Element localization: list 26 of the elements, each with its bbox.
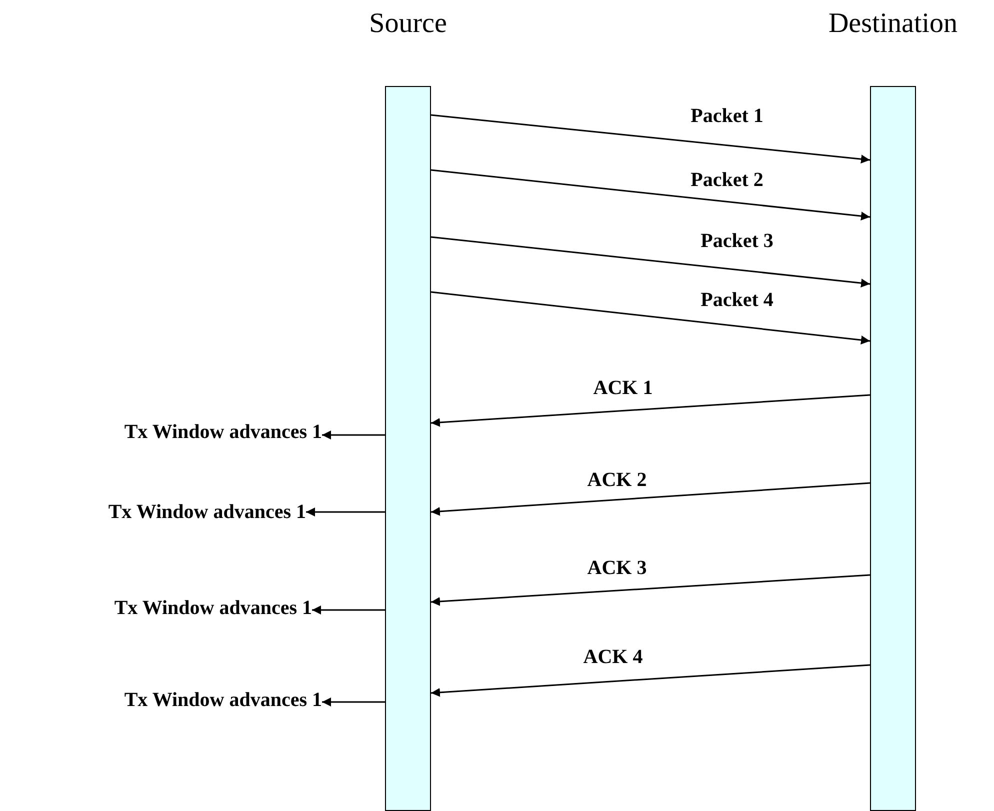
lifeline-heading: Source <box>369 8 447 40</box>
edge-label: ACK 4 <box>583 645 643 669</box>
arrow <box>322 430 385 440</box>
edge-label: Packet 1 <box>690 104 764 128</box>
arrow <box>430 169 870 221</box>
edge-label: ACK 3 <box>587 556 647 580</box>
note-text: Tx Window advances 1 <box>10 596 312 622</box>
arrow <box>430 291 870 344</box>
arrow <box>430 236 870 288</box>
arrow <box>312 606 385 614</box>
lifeline-heading: Destination <box>828 8 958 40</box>
edge-label: ACK 2 <box>587 468 647 492</box>
arrow <box>430 114 870 164</box>
note-text: Tx Window advances 1 <box>10 688 322 714</box>
arrow <box>306 508 385 516</box>
arrow <box>430 394 870 427</box>
edge-label: Packet 3 <box>700 229 774 253</box>
edge-label: Packet 4 <box>700 288 774 312</box>
note-text: Tx Window advances 1 <box>10 500 306 526</box>
edge-label: Packet 2 <box>690 168 764 192</box>
arrow <box>430 574 870 606</box>
note-text: Tx Window advances 1 <box>10 420 322 446</box>
edge-label: ACK 1 <box>593 376 653 400</box>
arrow <box>322 698 385 706</box>
arrow <box>430 482 870 516</box>
arrow <box>430 664 870 697</box>
